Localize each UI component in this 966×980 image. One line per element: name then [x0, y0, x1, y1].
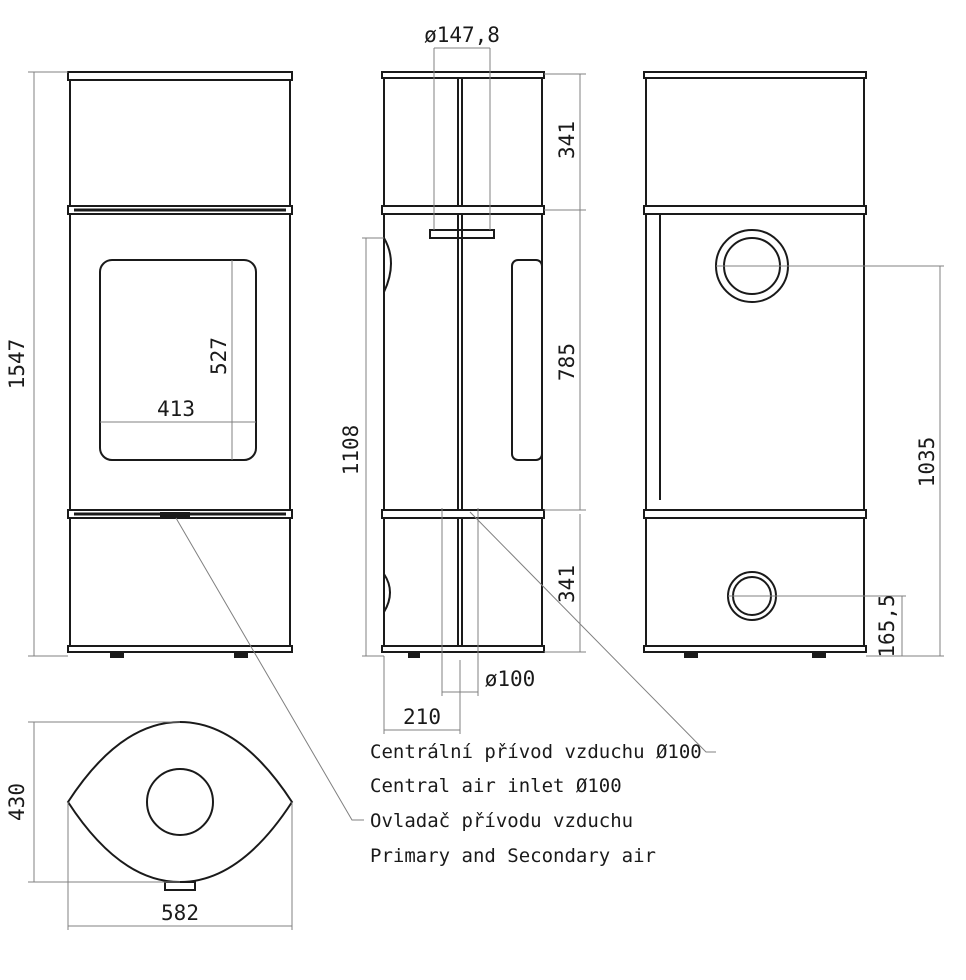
top-view [66, 720, 294, 891]
dim-inlet-offset: 210 [403, 705, 441, 729]
side-view [381, 71, 545, 658]
dim-top-section: 341 [555, 121, 579, 159]
front-view [67, 71, 293, 658]
note-central-air-en: Central air inlet Ø100 [370, 775, 622, 797]
dim-width: 582 [161, 901, 199, 925]
note-air-control-en: Primary and Secondary air [370, 845, 656, 867]
dim-door-section: 785 [555, 343, 579, 381]
rear-view [643, 71, 867, 658]
dim-flue-diameter: ø147,8 [424, 23, 500, 47]
dim-window-height: 527 [207, 337, 231, 375]
dim-window-width: 413 [157, 397, 195, 421]
note-central-air-cz: Centrální přívod vzduchu Ø100 [370, 741, 702, 763]
dim-height-total: 1547 [5, 339, 29, 390]
note-air-control-cz: Ovladač přívodu vzduchu [370, 810, 633, 832]
dimension-lines [28, 47, 944, 930]
dim-bottom-section: 341 [555, 565, 579, 603]
dim-rear-inlet-height: 165,5 [875, 594, 899, 657]
dim-depth: 430 [5, 783, 29, 821]
dim-inlet-diameter: ø100 [485, 667, 536, 691]
dim-rear-outlet-height: 1035 [915, 437, 939, 488]
dim-air-height: 1108 [339, 425, 363, 476]
leader-lines [175, 511, 716, 821]
